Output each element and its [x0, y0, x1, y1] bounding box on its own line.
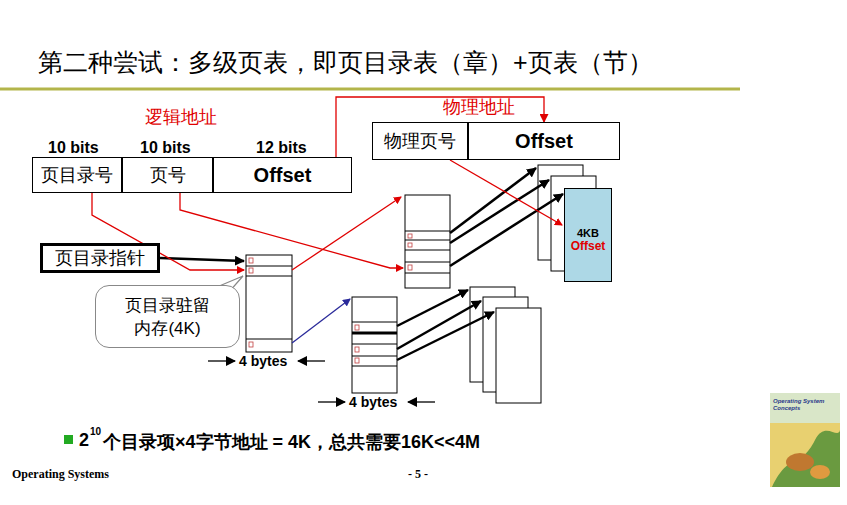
- book-title: Operating System Concepts: [773, 398, 835, 411]
- label-text: - 5 -: [408, 467, 428, 482]
- book-cover: [770, 393, 840, 487]
- node-text: Offset: [254, 164, 312, 187]
- label-text: 12 bits: [256, 139, 307, 157]
- address-field: Offset: [468, 122, 620, 160]
- node-text: Offset: [515, 130, 573, 153]
- pointer-box: 页目录指针: [40, 243, 160, 273]
- label-text: 物理地址: [443, 95, 515, 119]
- page-frame: 4KBOffset: [564, 188, 612, 282]
- address-field: 页目录号: [32, 157, 122, 193]
- label-text: Operating Systems: [12, 467, 109, 482]
- node-text: 4KB: [577, 227, 599, 239]
- address-field: Offset: [213, 157, 352, 193]
- entry-marks: [249, 234, 412, 363]
- label-text: 10 bits: [48, 139, 99, 157]
- page-table-lower: [352, 297, 397, 393]
- label-text: 4 bytes: [239, 353, 287, 369]
- label-text: 10 bits: [140, 139, 191, 157]
- label-text: 2: [79, 430, 89, 451]
- node-text: Offset: [571, 239, 606, 253]
- dir-to-table-line: [292, 299, 350, 343]
- address-field: 页号: [122, 157, 213, 193]
- node-text: 页目录指针: [55, 246, 145, 270]
- node-text: 页目录驻留内存(4K): [118, 294, 218, 340]
- label-text: 4 bytes: [349, 394, 397, 410]
- label-text: 个目录项×4字节地址 = 4K，总共需要16K<<4M: [103, 430, 480, 454]
- bullet: [64, 435, 73, 444]
- page-directory-table: [246, 255, 292, 352]
- page-table-upper: [405, 195, 450, 288]
- node-text: 页号: [150, 163, 186, 187]
- callout-bubble: 页目录驻留内存(4K): [95, 285, 240, 348]
- title-rule: [0, 88, 740, 91]
- address-field: 物理页号: [372, 122, 468, 160]
- node-text: 页目录号: [41, 163, 113, 187]
- label-text: 逻辑地址: [145, 105, 217, 129]
- node-text: 物理页号: [384, 129, 456, 153]
- slide-title: 第二种尝试：多级页表，即页目录表（章）+页表（节）: [38, 46, 653, 79]
- label-text: 10: [90, 426, 101, 437]
- page-frames-lower: [470, 287, 541, 403]
